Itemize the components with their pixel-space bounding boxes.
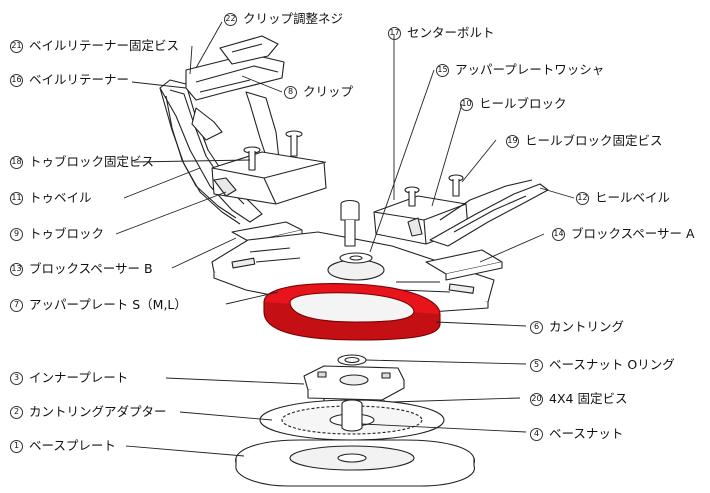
label-clip: 8 クリップ [284, 84, 353, 100]
cant-ring-part [263, 283, 441, 341]
label-upper-plate: 7 アッパープレート S（M,L） [10, 297, 187, 313]
callout-number: 15 [436, 63, 449, 77]
label-text: ブロックスペーサー A [571, 226, 695, 241]
callout-number: 18 [10, 155, 23, 169]
toe-block-part [211, 151, 327, 205]
inner-plate-part [303, 365, 405, 401]
label-text: アッパープレート S（M,L） [29, 297, 187, 312]
base-nut-o-ring-part [337, 354, 367, 366]
callout-number: 19 [506, 134, 519, 148]
label-toe-block-screw: 18 トゥブロック固定ビス [10, 154, 154, 170]
label-block-spacer-b: 13 ブロックスペーサー B [10, 261, 153, 277]
label-bail-retainer: 16 ベイルリテーナー [10, 72, 129, 88]
label-text: ベースプレート [29, 438, 116, 453]
callout-number: 1 [10, 439, 23, 453]
center-bolt-part [340, 199, 360, 247]
label-inner-plate: 3 インナープレート [10, 370, 128, 386]
callout-number: 10 [460, 97, 473, 111]
label-text: アッパープレートワッシャ [455, 62, 605, 77]
label-center-bolt: 17 センターボルト [388, 25, 495, 41]
label-text: トゥブロック [29, 226, 105, 241]
label-4x4-screw: 20 4X4 固定ビス [530, 391, 627, 407]
label-heel-block-screw: 19 ヒールブロック固定ビス [506, 133, 663, 149]
label-toe-block: 9 トゥブロック [10, 226, 104, 242]
label-upper-plate-washer: 15 アッパープレートワッシャ [436, 62, 604, 78]
callout-number: 14 [552, 227, 565, 241]
label-text: ベースナット [549, 426, 624, 441]
label-text: インナープレート [29, 370, 129, 385]
heel-block-screws [404, 174, 464, 207]
base-plate-part [235, 439, 475, 487]
label-text: 4X4 固定ビス [549, 391, 628, 406]
callout-number: 8 [284, 85, 297, 99]
label-text: センターボルト [407, 25, 495, 40]
upper-plate-washer-part [339, 252, 373, 264]
label-cant-ring: 6 カントリング [530, 319, 624, 335]
callout-number: 2 [10, 405, 23, 419]
label-clip-adjust-screw: 22 クリップ調整ネジ [224, 11, 343, 27]
callout-number: 21 [10, 39, 23, 53]
leader-lines [115, 21, 575, 457]
callout-number: 6 [530, 320, 543, 334]
label-base-nut-o-ring: 5 ベースナット Oリング [530, 357, 675, 373]
block-spacer-a-part [425, 249, 503, 281]
callout-number: 13 [10, 262, 23, 276]
callout-number: 4 [530, 427, 543, 441]
label-text: カントリング [549, 319, 625, 334]
callout-number: 16 [10, 73, 23, 87]
callout-number: 22 [224, 12, 237, 26]
callout-number: 7 [10, 298, 23, 312]
callout-number: 9 [10, 227, 23, 241]
label-text: ベイルリテーナー [29, 72, 130, 87]
label-text: クリップ [303, 84, 354, 99]
toe-block-screws [243, 130, 303, 171]
label-text: ヒールベイル [595, 190, 671, 205]
label-text: クリップ調整ネジ [243, 11, 344, 26]
label-cant-ring-adapter: 2 カントリングアダプター [10, 404, 167, 420]
label-heel-block: 10 ヒールブロック [460, 96, 567, 112]
label-text: ベイルリテーナー固定ビス [29, 38, 180, 53]
callout-number: 17 [388, 26, 401, 40]
label-text: トゥブロック固定ビス [29, 154, 155, 169]
label-text: ヒールブロック固定ビス [525, 133, 663, 148]
label-base-nut: 4 ベースナット [530, 426, 623, 442]
label-heel-bail: 12 ヒールベイル [576, 190, 670, 206]
base-nut-part [341, 399, 363, 432]
label-text: ヒールブロック [479, 96, 567, 111]
callout-number: 12 [576, 191, 589, 205]
callout-number: 3 [10, 371, 23, 385]
label-block-spacer-a: 14 ブロックスペーサー A [552, 226, 695, 242]
label-text: カントリングアダプター [29, 404, 167, 419]
label-toe-bail: 11 トゥベイル [10, 190, 92, 206]
label-base-plate: 1 ベースプレート [10, 438, 116, 454]
label-bail-retainer-screw: 21 ベイルリテーナー固定ビス [10, 38, 179, 54]
callout-number: 11 [10, 191, 23, 205]
label-text: ブロックスペーサー B [29, 261, 153, 276]
callout-number: 20 [530, 392, 543, 406]
label-text: ベースナット Oリング [549, 357, 675, 372]
label-text: トゥベイル [29, 190, 92, 205]
callout-number: 5 [530, 358, 543, 372]
